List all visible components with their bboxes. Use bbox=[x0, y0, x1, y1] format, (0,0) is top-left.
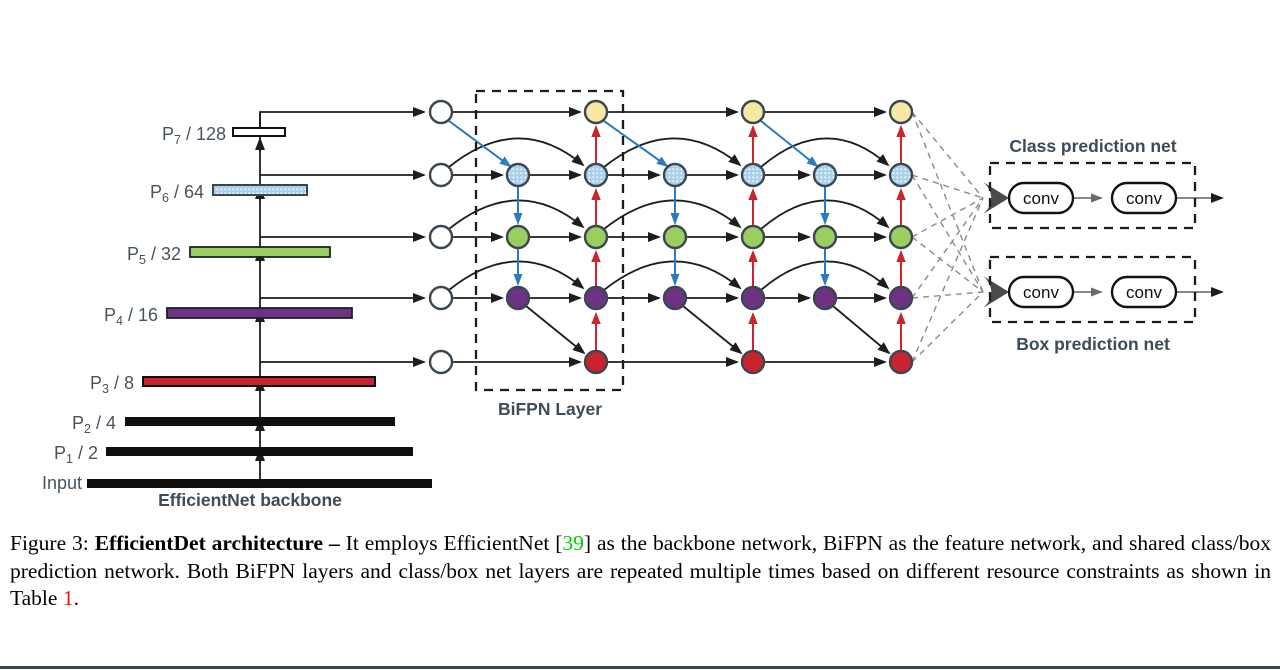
bar-p1 bbox=[106, 447, 413, 456]
down-diag bbox=[682, 305, 743, 355]
efficientnet-backbone: P7 / 128 P6 / 64 P5 / 32 P4 / 16 P3 / 8 … bbox=[42, 124, 432, 510]
head-connector bbox=[911, 197, 984, 363]
skip-arc bbox=[603, 137, 742, 168]
box-net-label: Box prediction net bbox=[1016, 334, 1170, 354]
bifpn-graph bbox=[428, 99, 1224, 375]
node-out-p5 bbox=[740, 224, 766, 250]
top-down-arrow bbox=[603, 120, 669, 168]
box-conv2-label: conv bbox=[1126, 283, 1162, 302]
head-connector bbox=[911, 236, 984, 293]
bifpn-layer-label: BiFPN Layer bbox=[498, 399, 602, 419]
caption-bold-title: EfficientDet architecture – bbox=[94, 531, 346, 555]
backbone-label-p2: P2 / 4 bbox=[72, 413, 116, 436]
backbone-label-p1: P1 / 2 bbox=[54, 443, 98, 466]
node-mid-p6 bbox=[505, 162, 531, 188]
head-connector bbox=[911, 197, 984, 299]
caption-prefix: Figure 3: bbox=[10, 531, 95, 555]
node-mid-p4 bbox=[662, 285, 688, 311]
efficientdet-architecture-figure: P7 / 128 P6 / 64 P5 / 32 P4 / 16 P3 / 8 … bbox=[42, 89, 1224, 510]
backbone-title: EfficientNet backbone bbox=[158, 490, 342, 510]
class-net-box bbox=[988, 161, 1197, 230]
skip-arc bbox=[448, 260, 585, 291]
head-connector bbox=[911, 197, 984, 238]
node-out-p6 bbox=[740, 162, 766, 188]
box-merge-dart bbox=[983, 276, 1009, 308]
node-out-p3 bbox=[888, 349, 914, 375]
box-conv1-label: conv bbox=[1023, 283, 1059, 302]
node-out-p3 bbox=[740, 349, 766, 375]
top-down-arrow bbox=[448, 120, 512, 168]
node-out-p7 bbox=[888, 99, 914, 125]
bar-p6 bbox=[212, 184, 308, 196]
node-input bbox=[428, 99, 454, 125]
class-prediction-net: Class prediction net conv conv bbox=[988, 136, 1197, 230]
box-prediction-net: conv conv Box prediction net bbox=[988, 255, 1197, 354]
node-out-p5 bbox=[583, 224, 609, 250]
backbone-label-p3: P3 / 8 bbox=[90, 373, 134, 396]
figure-caption: Figure 3: EfficientDet architecture – It… bbox=[10, 531, 1271, 611]
skip-arc bbox=[760, 137, 890, 168]
skip-arc bbox=[448, 199, 585, 230]
node-out-p7 bbox=[740, 99, 766, 125]
node-out-p6 bbox=[583, 162, 609, 188]
class-conv2-label: conv bbox=[1126, 189, 1162, 208]
node-mid-p5 bbox=[662, 224, 688, 250]
backbone-label-p6: P6 / 64 bbox=[150, 182, 204, 205]
bar-p3 bbox=[142, 376, 376, 387]
node-out-p7 bbox=[583, 99, 609, 125]
table-ref-1[interactable]: 1 bbox=[62, 586, 74, 611]
node-out-p5 bbox=[888, 224, 914, 250]
class-conv1-box bbox=[1007, 181, 1075, 215]
node-input bbox=[428, 349, 454, 375]
bar-p2 bbox=[125, 417, 395, 426]
backbone-upsample-arrows bbox=[255, 107, 426, 483]
node-out-p4 bbox=[888, 285, 914, 311]
node-mid-p6 bbox=[662, 162, 688, 188]
down-diag bbox=[525, 305, 586, 355]
top-down-arrow bbox=[760, 120, 819, 168]
node-mid-p6 bbox=[812, 162, 838, 188]
class-conv1-label: conv bbox=[1023, 189, 1059, 208]
down-diag bbox=[832, 305, 891, 355]
node-mid-p5 bbox=[812, 224, 838, 250]
box-conv2-box bbox=[1110, 275, 1178, 309]
skip-arc bbox=[448, 137, 585, 168]
head-connector bbox=[911, 291, 984, 363]
tap-p7 bbox=[259, 107, 426, 130]
node-out-p4 bbox=[740, 285, 766, 311]
node-input bbox=[428, 162, 454, 188]
skip-arc bbox=[603, 260, 742, 291]
page-rule bbox=[0, 666, 1280, 669]
node-out-p6 bbox=[888, 162, 914, 188]
skip-arc bbox=[603, 199, 742, 230]
node-mid-p4 bbox=[812, 285, 838, 311]
bar-input bbox=[87, 479, 432, 488]
bar-p7 bbox=[232, 127, 286, 137]
backbone-label-p5: P5 / 32 bbox=[127, 244, 181, 267]
head-connector bbox=[911, 174, 984, 199]
head-connector bbox=[911, 174, 984, 293]
head-connector bbox=[911, 291, 984, 299]
node-mid-p5 bbox=[505, 224, 531, 250]
head-connector bbox=[911, 111, 984, 199]
box-net-box bbox=[988, 255, 1197, 324]
class-conv2-box bbox=[1110, 181, 1178, 215]
node-input bbox=[428, 224, 454, 250]
bar-p4 bbox=[166, 307, 353, 319]
node-input bbox=[428, 285, 454, 311]
backbone-label-input: Input bbox=[42, 473, 82, 493]
citation-ref-39[interactable]: 39 bbox=[562, 531, 584, 555]
node-mid-p4 bbox=[505, 285, 531, 311]
bifpn-layer-box bbox=[474, 89, 625, 392]
class-net-label: Class prediction net bbox=[1009, 136, 1176, 156]
backbone-label-p4: P4 / 16 bbox=[104, 305, 158, 328]
box-conv1-box bbox=[1007, 275, 1075, 309]
backbone-label-p7: P7 / 128 bbox=[162, 124, 226, 147]
node-out-p4 bbox=[583, 285, 609, 311]
bar-p5 bbox=[189, 246, 331, 258]
class-merge-dart bbox=[983, 182, 1009, 214]
node-out-p3 bbox=[583, 349, 609, 375]
